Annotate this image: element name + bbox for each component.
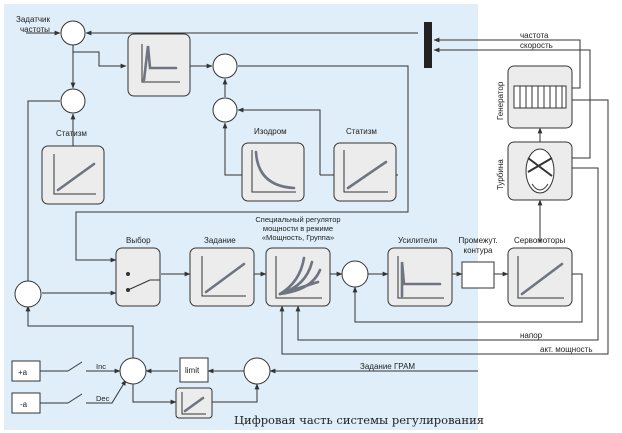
label-statism-right: Статизм [346,127,377,136]
label-statism-left: Статизм [56,129,87,138]
frequency-sensor-bar [424,22,432,68]
label-napor: напор [520,331,543,340]
label-akt-moshchnost: акт. мощность [540,345,593,354]
label-plus-a: +a [18,368,28,377]
label-inc: Inc [96,362,106,371]
sum-node-gram [243,357,271,385]
label-zadanie-gram: Задание ГРАМ [360,362,415,371]
label-vybor: Выбор [126,236,151,245]
sum-node-mid [212,97,238,123]
label-chastota: частота [520,31,549,40]
label-skorost: скорость [520,41,553,50]
ramp-block [175,387,213,419]
label-servomotory: Сервомоторы [514,236,566,245]
zadanie-block [189,247,255,307]
statism-left-block [41,145,105,205]
sum-node-inc [119,357,147,385]
sum-node-left [14,280,42,308]
minus-a-box [11,392,41,414]
sum-node-servo [341,260,369,288]
plus-a-box [11,360,41,382]
connections [25,30,609,405]
label-usiliteli: Усилители [398,236,437,245]
label-minus-a: -a [20,400,28,409]
servomotory-block [507,247,573,307]
label-izodrom: Изодром [254,127,287,136]
limit-block [179,357,209,383]
label-zadanie: Задание [204,236,236,245]
sum-node-upper [212,53,238,79]
caption-digital-part: Цифровая часть системы регулирования [234,413,484,427]
label-limit: limit [185,366,200,375]
label-generator: Генератор [496,81,505,120]
sum-node-freq [60,20,86,46]
label-turbina: Турбина [496,159,505,190]
statism-right-block [333,142,397,202]
digital-region [4,4,478,430]
sum-node-statism [60,88,86,114]
label-dec: Dec [96,394,110,403]
usiliteli-block [387,247,453,307]
turbine-block [507,141,573,201]
filter-block [127,33,191,97]
special-regulator-block [265,247,331,307]
vybor-block [115,247,161,307]
generator-block [507,65,573,129]
promezh-block [461,261,495,289]
label-promezh: Промежут.контура [459,236,498,255]
izodrom-block [241,142,305,202]
